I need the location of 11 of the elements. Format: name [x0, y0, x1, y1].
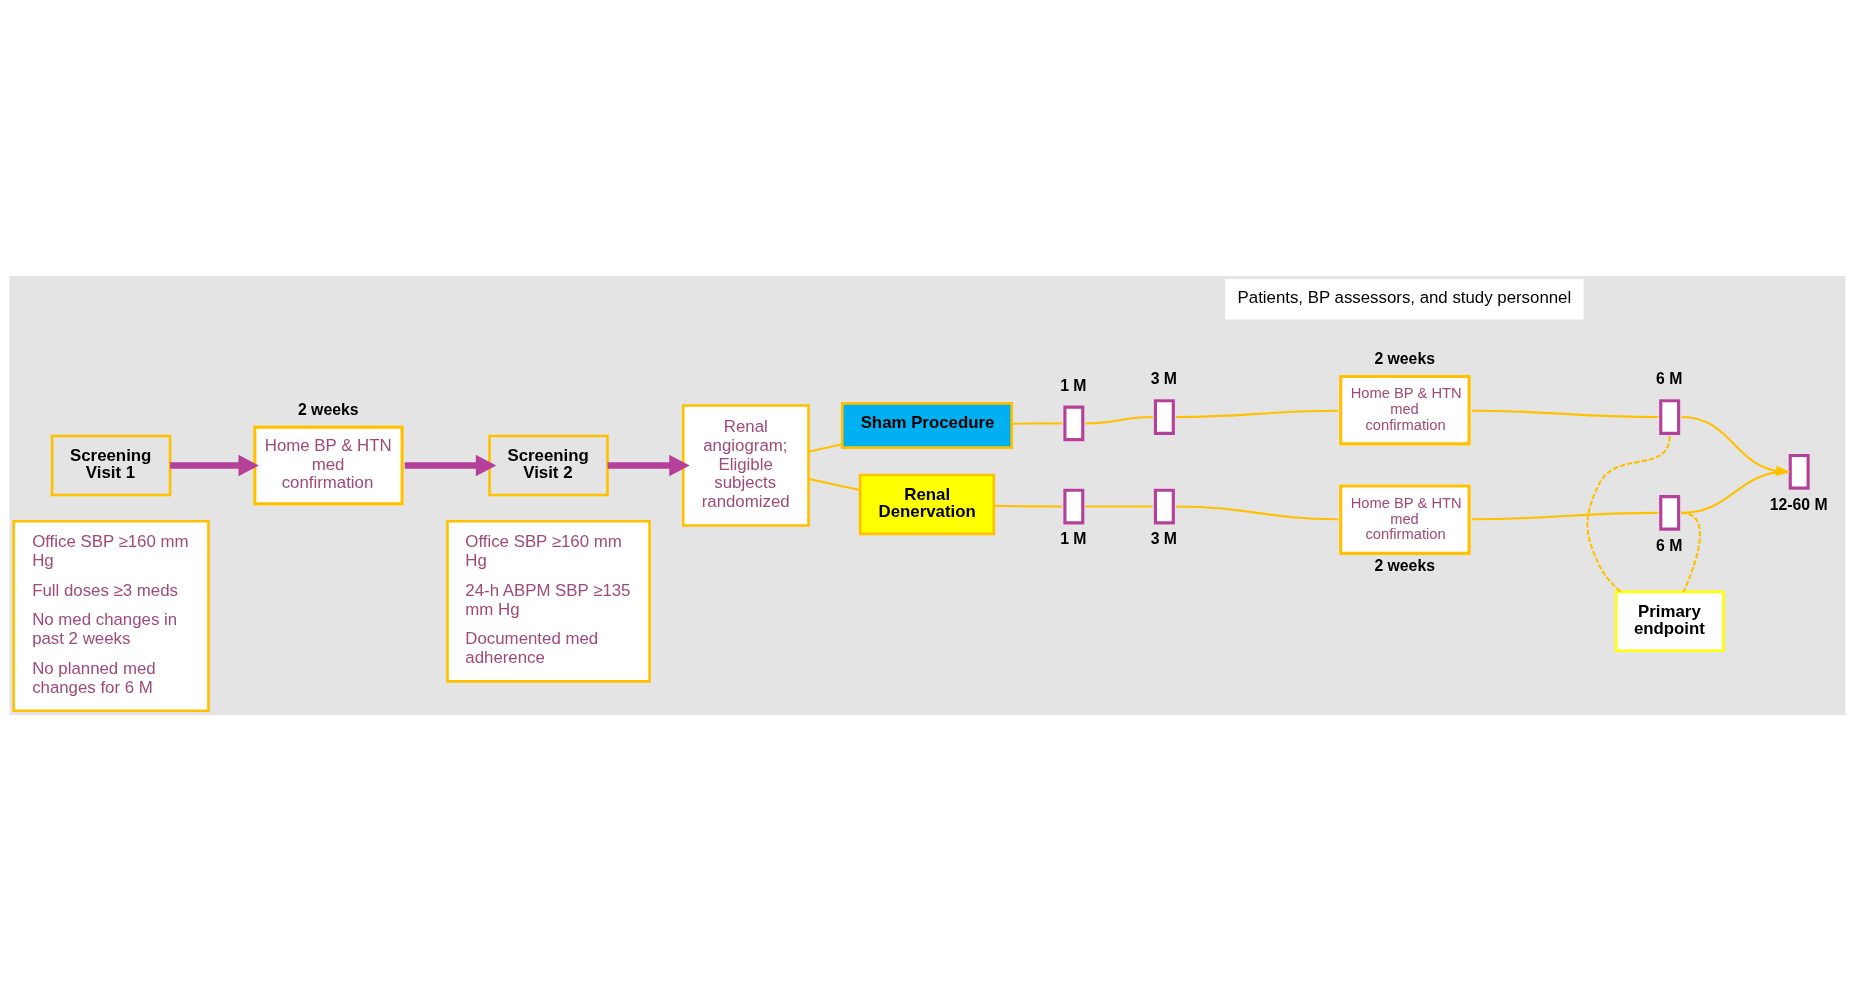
- node-label: 6 M: [1656, 369, 1683, 387]
- node-label: 1 M: [1060, 529, 1087, 547]
- node-label: 3 M: [1150, 529, 1177, 547]
- node-label: 12-60 M: [1769, 495, 1828, 513]
- node-label: 2 weeks: [297, 400, 359, 418]
- node-label: 2 weeks: [1374, 349, 1435, 367]
- node-label: 2 weeks: [1374, 556, 1435, 574]
- label: Patients, BP assessors, and study personnel: [1237, 287, 1572, 307]
- node-label: 3 M: [1150, 369, 1177, 387]
- node-label: 1 M: [1060, 376, 1087, 394]
- node-label: 6 M: [1656, 536, 1683, 554]
